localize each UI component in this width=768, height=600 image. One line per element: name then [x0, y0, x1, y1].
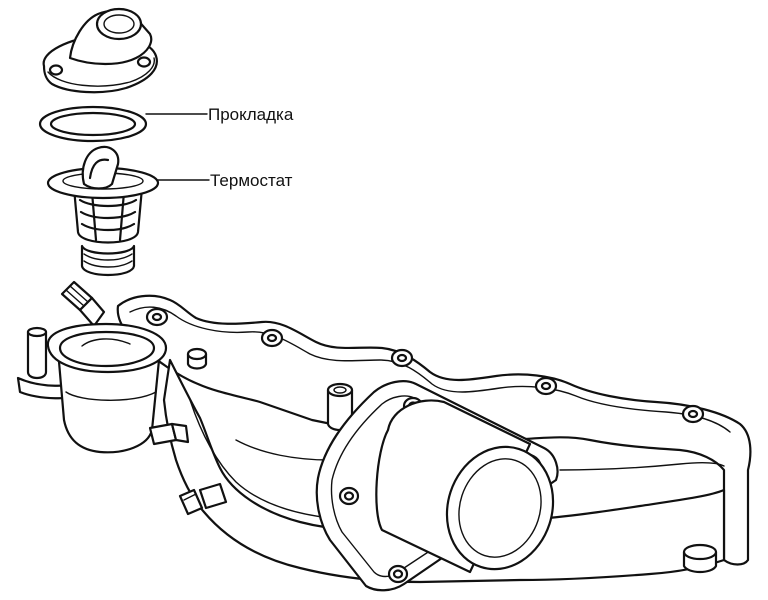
- label-gasket: Прокладка: [208, 105, 294, 124]
- callout-gasket: Прокладка: [145, 105, 294, 124]
- manifold-bolt-bosses: [145, 307, 705, 424]
- label-thermostat: Термостат: [210, 171, 293, 190]
- throttle-body-cylinder: [375, 399, 555, 574]
- side-bolt: [178, 482, 228, 516]
- outlet-boss: [682, 543, 718, 574]
- gasket: [38, 105, 148, 143]
- thermostat-housing-cover: [42, 7, 158, 94]
- callout-thermostat: Термостат: [157, 171, 293, 190]
- thermostat: [46, 145, 160, 276]
- thermostat-housing: [16, 322, 190, 454]
- temperature-sensor: [60, 280, 106, 328]
- vacuum-nipple: [186, 347, 208, 370]
